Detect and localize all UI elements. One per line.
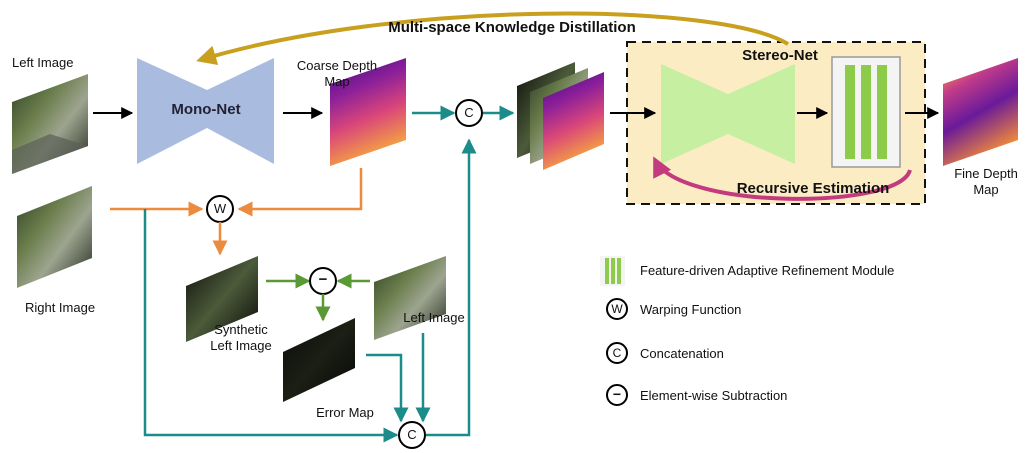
fine-depth-thumbnail [943, 58, 1018, 166]
legend-warp-letter: W [611, 302, 623, 316]
warp-letter: W [213, 201, 227, 216]
fine-depth-label-1: Fine Depth [954, 166, 1018, 181]
knowledge-distillation-arrow [196, 11, 790, 65]
legend-refinement-text: Feature-driven Adaptive Refinement Modul… [640, 263, 895, 278]
arrow-coarse-to-warp [237, 168, 363, 217]
legend-subtract-symbol [606, 384, 628, 406]
legend-warp-text: Warping Function [640, 302, 742, 317]
error-map-label: Error Map [316, 405, 374, 420]
stereo-net-block [661, 64, 795, 164]
legend-concat-text: Concatenation [640, 346, 724, 361]
recursive-estimation-label: Recursive Estimation [736, 180, 890, 197]
legend-subtract-text: Element-wise Subtraction [640, 388, 788, 403]
left-image-mid-thumbnail [374, 256, 446, 340]
stereo-net-label: Stereo-Net [742, 47, 818, 64]
recursive-estimation-arrow [653, 156, 912, 201]
left-image-mid-label: Left Image [403, 310, 465, 325]
legend-warp-symbol [606, 298, 628, 320]
coarse-depth-thumbnail [330, 58, 406, 166]
diagram-title: Multi-space Knowledge Distillation [388, 19, 636, 36]
arrow-error-to-concat [366, 353, 409, 423]
synthetic-label-2: Left Image [210, 338, 272, 353]
subtract-letter: − [318, 271, 328, 288]
concat-top-letter: C [464, 105, 474, 120]
legend-concat-symbol [606, 342, 628, 364]
stack-layer-3 [543, 72, 604, 170]
right-image-label: Right Image [24, 300, 96, 315]
concat-node-bottom [398, 421, 426, 449]
mono-net-label: Mono-Net [171, 101, 241, 118]
arrow-concat-bottom-to-top [426, 138, 477, 437]
right-image-thumbnail [17, 186, 92, 288]
left-image-label: Left Image [12, 55, 74, 70]
arrow-right-to-concat-bottom [143, 209, 399, 443]
synthetic-label-1: Synthetic [214, 322, 268, 337]
mono-net-block [137, 58, 274, 164]
coarse-depth-label-2: Map [324, 74, 350, 89]
legend-subtract-letter: − [612, 386, 622, 402]
concat-node-top [455, 99, 483, 127]
synthetic-left-thumbnail [186, 256, 258, 342]
fine-depth-label-2: Map [973, 182, 999, 197]
coarse-depth-label-1: Coarse Depth [296, 58, 378, 73]
concat-bottom-letter: C [407, 427, 417, 442]
legend-concat-letter: C [612, 346, 622, 360]
error-map-thumbnail [283, 318, 355, 402]
